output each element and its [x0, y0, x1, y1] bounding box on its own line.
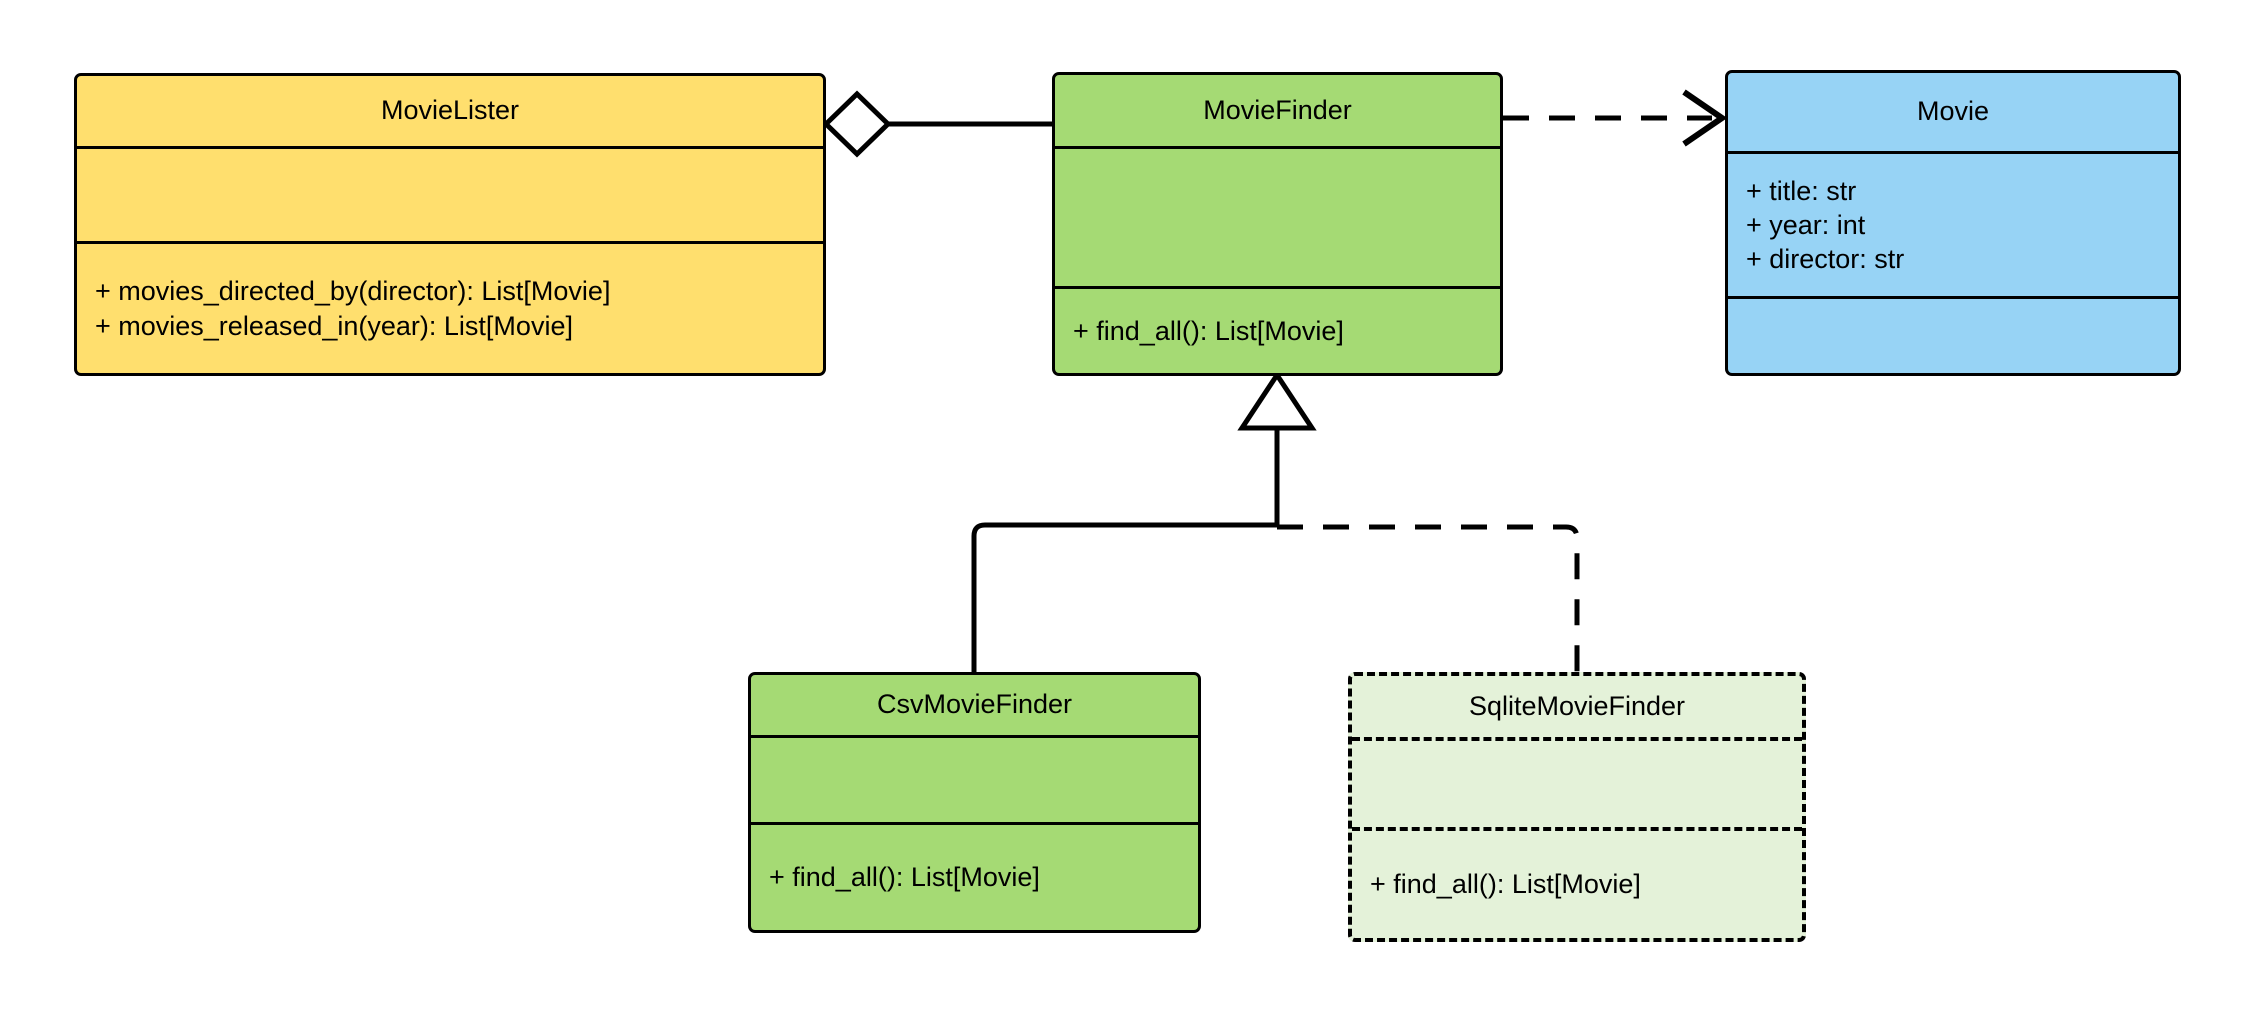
- class-method-item: + find_all(): List[Movie]: [769, 862, 1040, 893]
- class-methods-compartment: + find_all(): List[Movie]: [1352, 827, 1802, 938]
- class-attributes-compartment: [77, 146, 823, 241]
- class-methods-compartment: + find_all(): List[Movie]: [1055, 286, 1500, 373]
- class-name-compartment: SqliteMovieFinder: [1352, 676, 1802, 737]
- class-attributes-compartment: [1352, 737, 1802, 827]
- class-box-moviefinder[interactable]: MovieFinder + find_all(): List[Movie]: [1052, 72, 1503, 376]
- class-box-movie[interactable]: Movie + title: str + year: int + directo…: [1725, 70, 2181, 376]
- class-method-item: + find_all(): List[Movie]: [1370, 869, 1641, 900]
- class-methods-compartment: + movies_directed_by(director): List[Mov…: [77, 241, 823, 373]
- class-box-movielister[interactable]: MovieLister + movies_directed_by(directo…: [74, 73, 826, 376]
- class-name-compartment: MovieLister: [77, 76, 823, 146]
- class-attribute-item: + director: str: [1746, 244, 1905, 275]
- class-box-csvmoviefinder[interactable]: CsvMovieFinder + find_all(): List[Movie]: [748, 672, 1201, 933]
- inheritance-triangle-icon: [1237, 370, 1317, 431]
- class-name-label: MovieFinder: [1203, 94, 1352, 125]
- class-attribute-item: + year: int: [1746, 209, 1866, 240]
- generalization-edge-csvmoviefinder-moviefinder: [971, 370, 1317, 672]
- class-attributes-compartment: + title: str + year: int + director: str: [1728, 151, 2178, 296]
- class-attributes-compartment: [1055, 146, 1500, 286]
- class-attributes-compartment: [751, 735, 1198, 822]
- class-box-sqlitemoviefinder[interactable]: SqliteMovieFinder + find_all(): List[Mov…: [1348, 672, 1806, 942]
- class-methods-compartment: [1728, 296, 2178, 373]
- generalization-edge-sqlitemoviefinder-moviefinder: [1277, 524, 1580, 672]
- class-name-compartment: CsvMovieFinder: [751, 675, 1198, 735]
- aggregation-edge-movielister-moviefinder: [822, 90, 1052, 158]
- open-arrow-head-icon: [1682, 89, 1728, 147]
- class-name-label: CsvMovieFinder: [876, 689, 1073, 720]
- dependency-edge-moviefinder-movie: [1503, 89, 1728, 147]
- class-name-compartment: Movie: [1728, 73, 2178, 151]
- class-methods-compartment: + find_all(): List[Movie]: [751, 822, 1198, 930]
- class-name-compartment: MovieFinder: [1055, 75, 1500, 146]
- class-method-item: + find_all(): List[Movie]: [1073, 315, 1344, 346]
- class-method-item: + movies_directed_by(director): List[Mov…: [95, 276, 611, 307]
- aggregation-diamond-icon: [822, 90, 892, 158]
- class-attribute-item: + title: str: [1746, 175, 1857, 206]
- class-name-label: MovieLister: [380, 95, 520, 126]
- class-name-label: SqliteMovieFinder: [1468, 690, 1686, 721]
- class-name-label: Movie: [1916, 96, 1990, 127]
- class-method-item: + movies_released_in(year): List[Movie]: [95, 310, 573, 341]
